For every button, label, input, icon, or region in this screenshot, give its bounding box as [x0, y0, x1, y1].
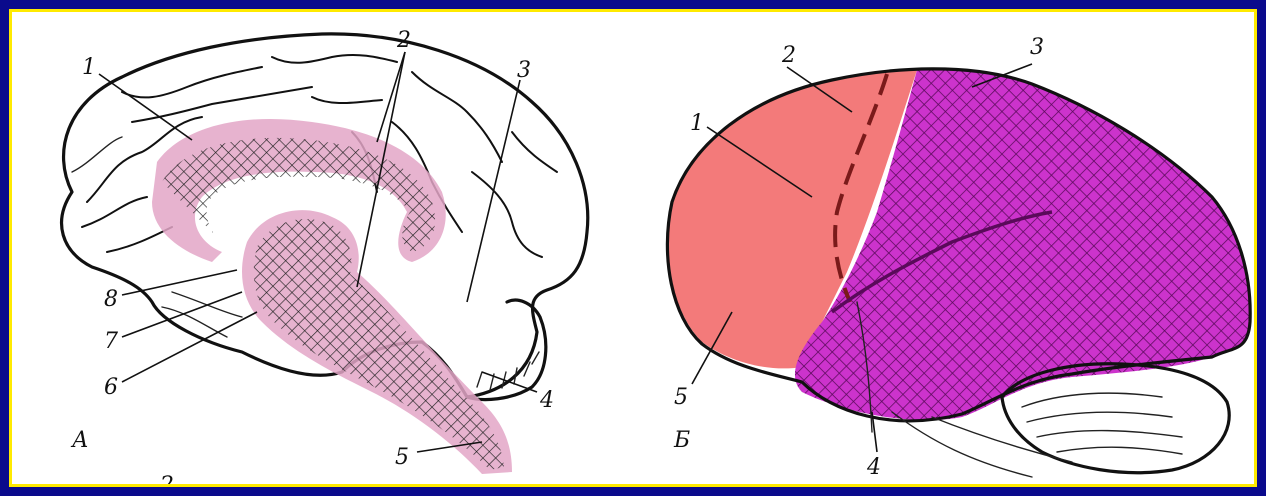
- label-a-7: 7: [104, 329, 118, 354]
- panel-a-medial-view: 1 2 3 4 5 6 7 8 А 2: [62, 28, 588, 484]
- label-a-4: 4: [539, 388, 554, 413]
- label-a-1: 1: [82, 55, 96, 80]
- label-a-5: 5: [395, 445, 409, 470]
- label-b-2: 2: [781, 43, 796, 68]
- panel-letter-b: Б: [673, 428, 690, 453]
- label-a-2: 2: [396, 28, 411, 53]
- label-b-1: 1: [690, 111, 704, 136]
- label-a-6: 6: [104, 375, 118, 400]
- label-b-3: 3: [1030, 35, 1044, 60]
- label-a-bottom: 2: [159, 473, 174, 484]
- panel-letter-a: А: [70, 428, 89, 453]
- label-b-5: 5: [674, 385, 688, 410]
- panel-b-lateral-view: 1 2 3 4 5 Б: [667, 35, 1250, 480]
- label-a-3: 3: [517, 58, 531, 83]
- label-b-4: 4: [866, 455, 881, 480]
- brain-diagram: 1 2 3 4 5 6 7 8 А 2: [12, 12, 1254, 484]
- label-a-8: 8: [104, 287, 118, 312]
- figure-panel: 1 2 3 4 5 6 7 8 А 2: [9, 9, 1257, 487]
